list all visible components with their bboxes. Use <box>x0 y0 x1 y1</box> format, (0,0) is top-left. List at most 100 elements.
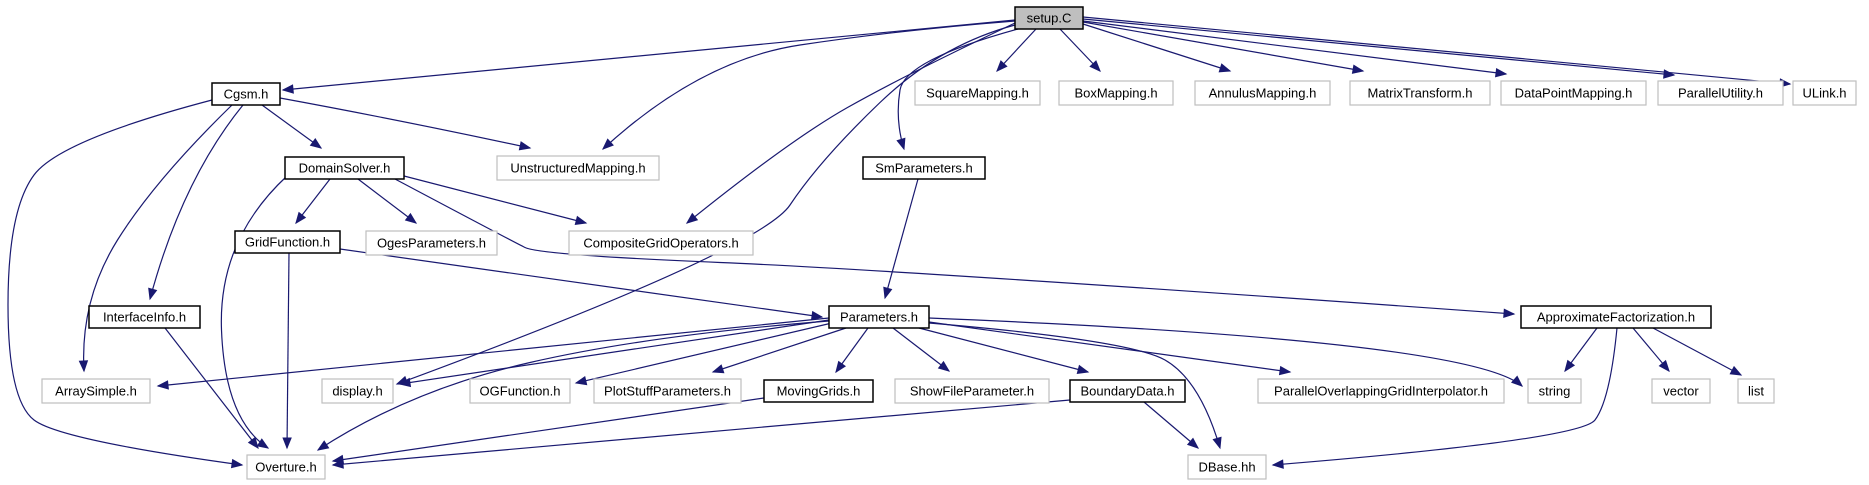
edge-line <box>286 252 290 449</box>
node-smparams[interactable]: SmParameters.h <box>862 156 986 180</box>
edge-line <box>332 397 765 462</box>
edge-line <box>164 327 259 449</box>
edge-line <box>279 97 531 149</box>
node-label: Parameters.h <box>840 310 918 325</box>
node-box <box>234 230 341 254</box>
node-box <box>593 378 742 404</box>
arrowhead-icon <box>281 84 294 94</box>
node-box <box>1069 379 1186 403</box>
edge-params-to-ogfunc <box>574 322 833 386</box>
edge-domsolver-to-ogesparams <box>357 178 418 224</box>
edge-domsolver-to-overture <box>220 175 288 449</box>
arrowhead-icon <box>1186 437 1200 449</box>
node-label: SquareMapping.h <box>926 86 1029 101</box>
node-pogi: ParallelOverlappingGridInterpolator.h <box>1257 378 1505 404</box>
node-box <box>284 156 405 180</box>
edge-line <box>686 22 1016 224</box>
node-box <box>1058 80 1174 106</box>
node-label: AnnulusMapping.h <box>1209 86 1317 101</box>
node-label: MovingGrids.h <box>777 384 861 399</box>
arrowhead-icon <box>835 360 847 374</box>
edge-boundary-to-dbase <box>1143 401 1200 449</box>
node-list: list <box>1737 378 1775 404</box>
node-domsolver[interactable]: DomainSolver.h <box>284 156 405 180</box>
node-ifaceinfo[interactable]: InterfaceInfo.h <box>88 305 201 329</box>
arrowhead-icon <box>1271 459 1284 469</box>
node-box <box>1792 80 1857 106</box>
node-params[interactable]: Parameters.h <box>828 305 930 329</box>
node-label: PlotStuffParameters.h <box>604 384 731 399</box>
node-cgops: CompositeGridOperators.h <box>568 230 754 256</box>
node-box <box>1651 378 1711 404</box>
node-square: SquareMapping.h <box>914 80 1041 106</box>
arrowhead-icon <box>316 440 330 451</box>
node-display: display.h <box>321 378 394 404</box>
node-box <box>321 378 394 404</box>
edge-line <box>1272 327 1618 466</box>
edge-line <box>403 175 587 224</box>
edge-setup-to-box <box>1059 28 1101 72</box>
node-box <box>41 378 151 404</box>
edge-approx-to-dbase <box>1271 327 1618 469</box>
edge-cgsm-to-unstruct <box>279 97 532 151</box>
edge-line <box>332 399 1071 466</box>
edge-params-to-dbase <box>928 322 1222 450</box>
edge-params-to-showfile <box>892 327 951 372</box>
arrowhead-icon <box>1729 365 1743 376</box>
edge-params-to-display <box>398 319 830 388</box>
node-box <box>211 82 281 106</box>
node-label: UnstructuredMapping.h <box>510 161 645 176</box>
node-arraysimple: ArraySimple.h <box>41 378 151 404</box>
edge-params-to-arraysimple <box>156 317 830 390</box>
arrowhead-icon <box>574 375 588 386</box>
edge-params-to-plotstuff <box>711 327 847 374</box>
node-setup: setup.C <box>1014 6 1084 30</box>
arrowhead-icon <box>256 438 270 449</box>
node-parutil: ParallelUtility.h <box>1657 80 1784 106</box>
edge-domsolver-to-approx <box>394 178 1516 318</box>
node-label: Overture.h <box>255 460 316 475</box>
node-box <box>1500 80 1647 106</box>
node-ogesparams: OgesParameters.h <box>365 230 498 256</box>
arrowhead-icon <box>810 310 824 321</box>
node-label: Cgsm.h <box>224 87 269 102</box>
node-box <box>1194 80 1331 106</box>
edge-line <box>149 104 244 300</box>
node-dbase: DBase.hh <box>1187 454 1267 480</box>
arrowhead-icon <box>1658 359 1670 373</box>
node-boundary[interactable]: BoundaryData.h <box>1069 379 1186 403</box>
arrowhead-icon <box>1076 364 1090 374</box>
node-box <box>469 378 571 404</box>
node-label: MatrixTransform.h <box>1368 86 1473 101</box>
arrowhead-icon <box>309 137 323 149</box>
edge-line <box>7 99 243 466</box>
edge-line <box>396 24 1016 385</box>
node-label: ParallelUtility.h <box>1678 86 1763 101</box>
node-gridfunc[interactable]: GridFunction.h <box>234 230 341 254</box>
edge-line <box>928 317 1523 387</box>
node-showfile: ShowFileParameter.h <box>894 378 1050 404</box>
node-label: ShowFileParameter.h <box>910 384 1034 399</box>
arrowhead-icon <box>1351 64 1365 74</box>
arrowhead-icon <box>1503 308 1516 318</box>
node-label: InterfaceInfo.h <box>103 310 186 325</box>
arrowhead-icon <box>711 364 725 374</box>
edge-approx-to-string <box>1564 327 1598 373</box>
node-box <box>1737 378 1775 404</box>
arrowhead-icon <box>1564 359 1576 373</box>
edge-line <box>1143 401 1199 449</box>
node-label: string <box>1539 384 1571 399</box>
node-approx[interactable]: ApproximateFactorization.h <box>1520 305 1712 329</box>
node-moving[interactable]: MovingGrids.h <box>763 379 874 403</box>
node-box <box>1520 305 1712 329</box>
node-label: DBase.hh <box>1198 460 1255 475</box>
edge-moving-to-overture <box>331 397 765 465</box>
arrowhead-icon <box>156 380 169 390</box>
node-cgsm[interactable]: Cgsm.h <box>211 82 281 106</box>
arrowhead-icon <box>282 437 292 450</box>
arrowhead-icon <box>996 60 1008 72</box>
edge-line <box>394 178 1515 315</box>
edge-line <box>317 320 830 451</box>
node-ogfunc: OGFunction.h <box>469 378 571 404</box>
